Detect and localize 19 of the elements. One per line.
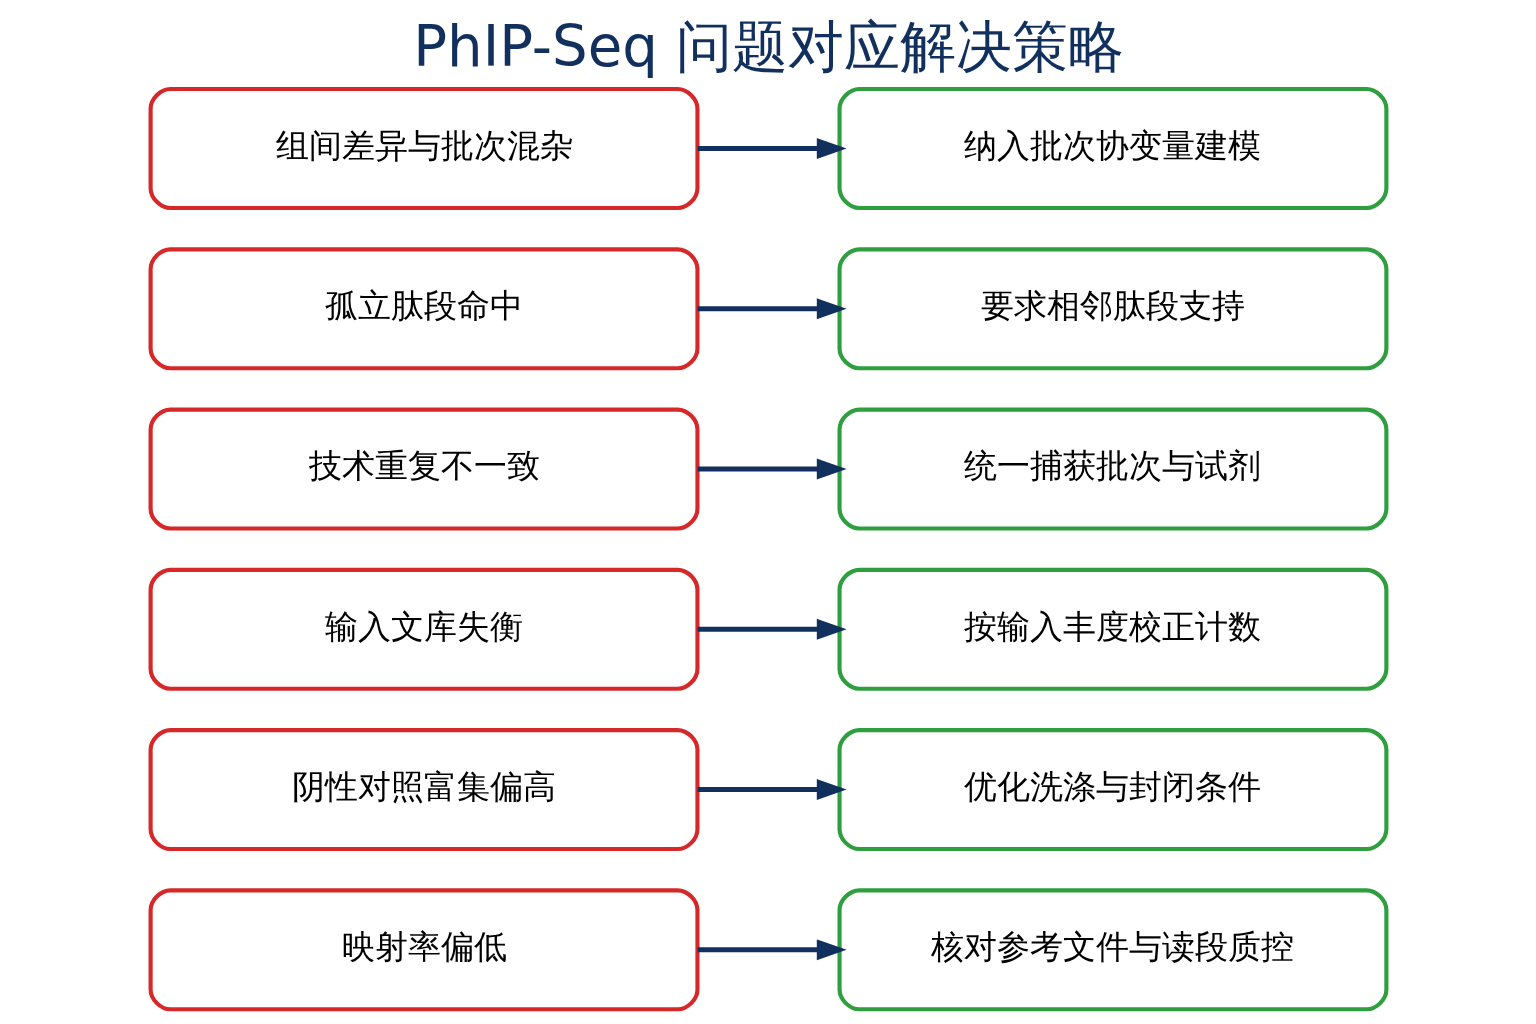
node-box: 输入文库失衡	[148, 567, 700, 691]
node-box: 要求相邻肽段支持	[836, 247, 1388, 371]
arrow	[697, 939, 847, 961]
node-box: 孤立肽段命中	[148, 247, 700, 371]
node-box: 阴性对照富集偏高	[148, 728, 700, 852]
node-box: 按输入丰度校正计数	[836, 567, 1388, 691]
arrow	[697, 298, 847, 320]
arrow	[697, 779, 847, 800]
arrow	[697, 138, 847, 159]
node-box: 映射率偏低	[148, 888, 700, 1012]
node-box: 优化洗涤与封闭条件	[836, 728, 1388, 852]
arrow	[697, 618, 847, 640]
node-box: 技术重复不一致	[148, 407, 700, 531]
node-box: 核对参考文件与读段质控	[836, 888, 1388, 1012]
node-box: 组间差异与批次混杂	[148, 87, 700, 211]
node-box: 纳入批次协变量建模	[836, 87, 1388, 211]
diagram-title: PhIP-Seq 问题对应解决策略	[412, 14, 1124, 80]
node-box: 统一捕获批次与试剂	[836, 407, 1388, 531]
arrow	[697, 458, 847, 480]
